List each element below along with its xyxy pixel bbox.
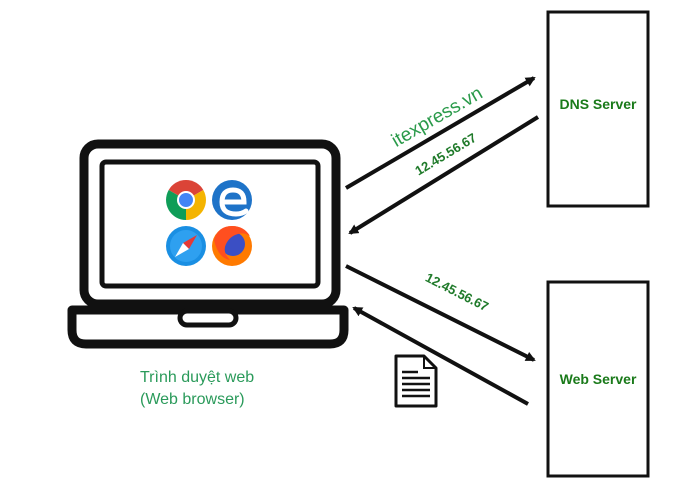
chrome-icon: [166, 180, 206, 220]
laptop-icon: [67, 139, 349, 349]
arrow-web-to-laptop: [352, 306, 529, 406]
browser-caption-line2: (Web browser): [140, 391, 245, 408]
document-icon: [394, 354, 438, 408]
arrow-dns-to-laptop: [348, 115, 540, 235]
browser-caption-line1: Trình duyệt web: [140, 369, 255, 386]
arrow-laptop-to-dns: [344, 76, 536, 190]
firefox-icon: [212, 226, 252, 266]
safari-icon: [166, 226, 206, 266]
arrow-laptop-to-web: [345, 264, 536, 362]
dns-server-label: DNS Server: [559, 96, 637, 112]
edge-icon: [212, 180, 252, 220]
web-server-label: Web Server: [560, 371, 637, 387]
web-server-box: [546, 280, 650, 478]
dns-server-box: [546, 10, 650, 208]
